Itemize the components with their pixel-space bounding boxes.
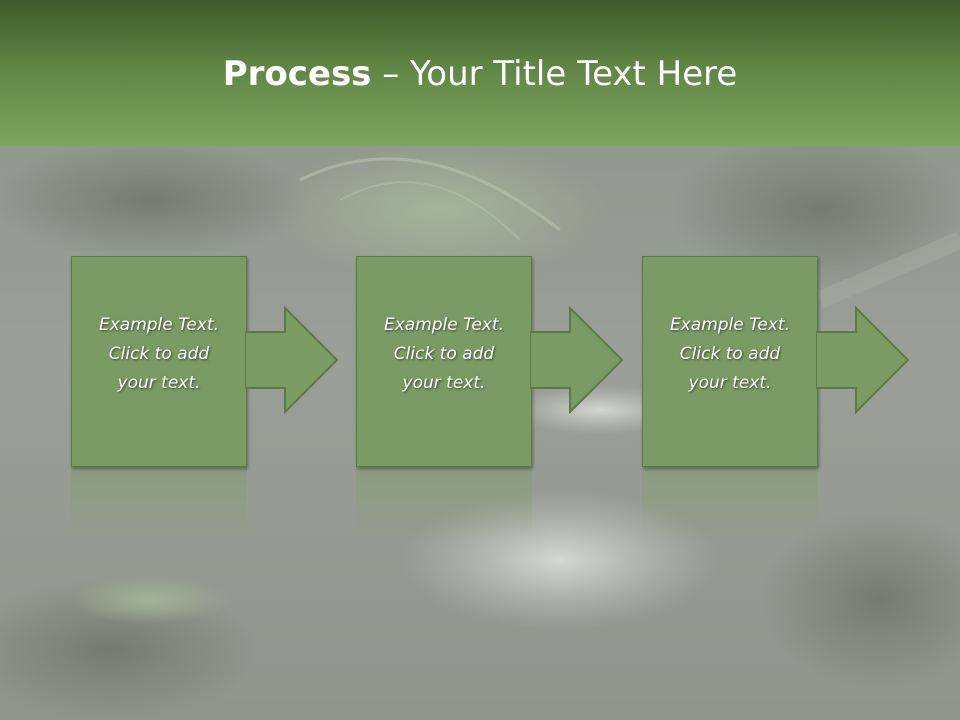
step-1-line-1: Example Text. (98, 315, 220, 335)
step-2-line-3: your text. (402, 373, 486, 393)
step-3-reflection (642, 468, 818, 538)
step-2[interactable]: Example Text. Click to add your text. (356, 256, 532, 467)
title-bar (0, 0, 960, 146)
step-3-text[interactable]: Example Text. Click to add your text. (643, 311, 817, 398)
step-2-line-1: Example Text. (383, 315, 505, 335)
step-1-line-2: Click to add (108, 344, 210, 364)
step-3-line-3: your text. (688, 373, 772, 393)
step-2-box[interactable]: Example Text. Click to add your text. (356, 256, 532, 467)
step-1-box[interactable]: Example Text. Click to add your text. (71, 256, 247, 467)
slide-title[interactable]: Process – Your Title Text Here (0, 52, 960, 96)
step-2-arrow[interactable] (530, 306, 624, 414)
step-3-box[interactable]: Example Text. Click to add your text. (642, 256, 818, 467)
step-1-arrow[interactable] (245, 306, 339, 414)
step-2-reflection (356, 468, 532, 538)
step-3-line-1: Example Text. (669, 315, 791, 335)
step-3[interactable]: Example Text. Click to add your text. (642, 256, 818, 467)
step-3-line-2: Click to add (679, 344, 781, 364)
title-strong: Process (222, 54, 372, 94)
title-rest: – Your Title Text Here (371, 54, 738, 94)
step-3-arrow[interactable] (816, 306, 910, 414)
step-1-reflection (71, 468, 247, 538)
step-2-text[interactable]: Example Text. Click to add your text. (357, 311, 531, 398)
step-2-line-2: Click to add (393, 344, 495, 364)
step-1-text[interactable]: Example Text. Click to add your text. (72, 311, 246, 398)
step-1[interactable]: Example Text. Click to add your text. (71, 256, 247, 467)
step-1-line-3: your text. (117, 373, 201, 393)
